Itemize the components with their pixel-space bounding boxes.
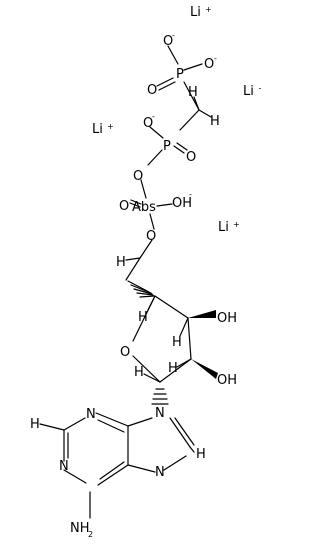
atom-h-ch2-right: H <box>210 114 220 129</box>
atom-h-c8: H <box>196 447 206 462</box>
charge-o-top: - <box>172 31 175 40</box>
atom-n9: N <box>155 406 165 421</box>
atom-o5: O <box>146 229 156 244</box>
atom-o-ring: O <box>120 345 130 360</box>
charge-o-middle: - <box>152 112 155 121</box>
atom-amine-subscript: 2 <box>88 530 93 539</box>
atom-o-middle: O <box>143 116 153 131</box>
atom-labels: Li + Li + Li + Li + O - P O - O H H O - … <box>30 5 265 539</box>
charge-o-right: - <box>214 54 217 63</box>
li-ion-4: Li <box>218 220 229 235</box>
atom-h-c1: H <box>134 365 144 380</box>
li-ion-1: Li <box>190 5 201 20</box>
atom-o-bridge: O <box>133 169 143 184</box>
atom-h-c5: H <box>116 255 126 270</box>
li-charge-1: + <box>205 5 212 14</box>
abs-label: Abs <box>132 200 156 215</box>
atom-n3: N <box>86 407 96 422</box>
bond-layer <box>39 45 218 519</box>
atom-h-c3: H <box>172 335 182 350</box>
atom-oh-c2: OH <box>217 373 237 388</box>
atom-n7: N <box>155 465 165 480</box>
atom-p-middle: P <box>163 139 171 154</box>
li-ion-2: Li <box>243 84 254 99</box>
atom-o-double-middle: O <box>186 150 196 165</box>
atom-h-c2-purine: H <box>30 417 40 432</box>
charge-o-lower: - <box>189 190 192 199</box>
atom-h-c4: H <box>138 310 148 325</box>
atom-oh-lower: OH <box>172 196 192 211</box>
atom-o-double-terminal: O <box>147 83 157 98</box>
atom-o-right: O <box>204 57 214 72</box>
atom-o-double-lower: O <box>119 199 129 214</box>
atom-c6-ring: N <box>86 481 96 496</box>
li-charge-3: + <box>107 122 114 131</box>
atom-n1: N <box>59 459 69 474</box>
structure-diagram: Li + Li + Li + Li + O - P O - O H H O - … <box>30 5 265 539</box>
atom-h-c2: H <box>168 361 178 376</box>
molecule-canvas: Li + Li + Li + Li + O - P O - O H H O - … <box>30 5 265 539</box>
li-charge-4: + <box>233 220 240 229</box>
atom-oh-c3: OH <box>217 311 237 326</box>
li-ion-3: Li <box>92 122 103 137</box>
atom-h-ch2-top: H <box>188 85 198 100</box>
atom-o-top: O <box>163 34 173 49</box>
li-charge-2: + <box>258 84 261 93</box>
atom-amine: NH <box>70 521 90 536</box>
atom-p-terminal: P <box>176 67 184 82</box>
